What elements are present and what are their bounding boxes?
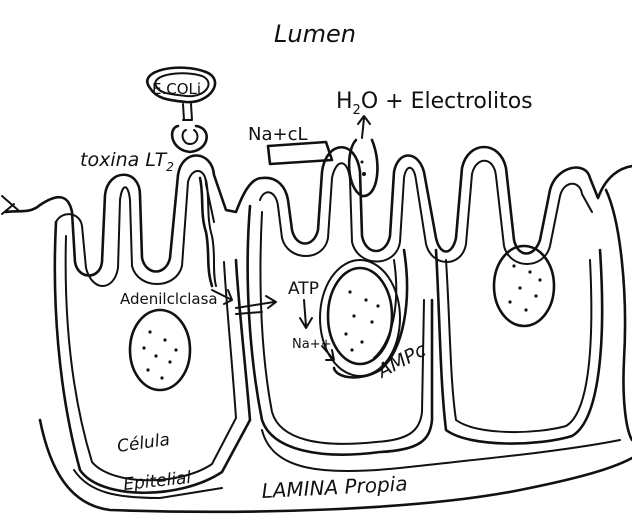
adenylate-to-atp-arrow: [236, 296, 276, 308]
na-ion-label: Na++: [292, 337, 331, 352]
ecoli-pilus: [183, 104, 192, 120]
cell-4-partial-wall: [606, 190, 632, 440]
cell-3-inner-wall: [446, 260, 591, 432]
cell-2-wall: [248, 206, 432, 455]
toxin-label: toxina LT2: [80, 149, 174, 174]
ecoli-label: E.COLi: [152, 80, 201, 98]
celula-label-line2: Epitelial: [122, 468, 192, 495]
adenilciclasa-label: Adenilclclasa: [120, 290, 218, 308]
nucleus-cell-3: [494, 246, 554, 326]
atp-to-na-arrow: [300, 300, 312, 328]
ampc-label: AMPc: [372, 339, 430, 384]
lumen-label: Lumen: [274, 20, 356, 48]
lamina-propria-label: LAMINA Propia: [261, 471, 408, 503]
atp-label: ATP: [288, 279, 319, 299]
water-vesicle: [349, 140, 377, 196]
nacl-channel: [268, 142, 332, 164]
toxin-lt2-bound: [172, 126, 207, 152]
nacl-label: Na+cL: [248, 124, 308, 145]
nucleus-cell-1: [130, 310, 190, 390]
water-arrow: [358, 116, 370, 138]
chromatin-dots: [142, 264, 541, 379]
celula-label-line1: Célula: [116, 430, 171, 457]
water-electrolytes-label: H2O + Electrolitos: [336, 89, 533, 118]
